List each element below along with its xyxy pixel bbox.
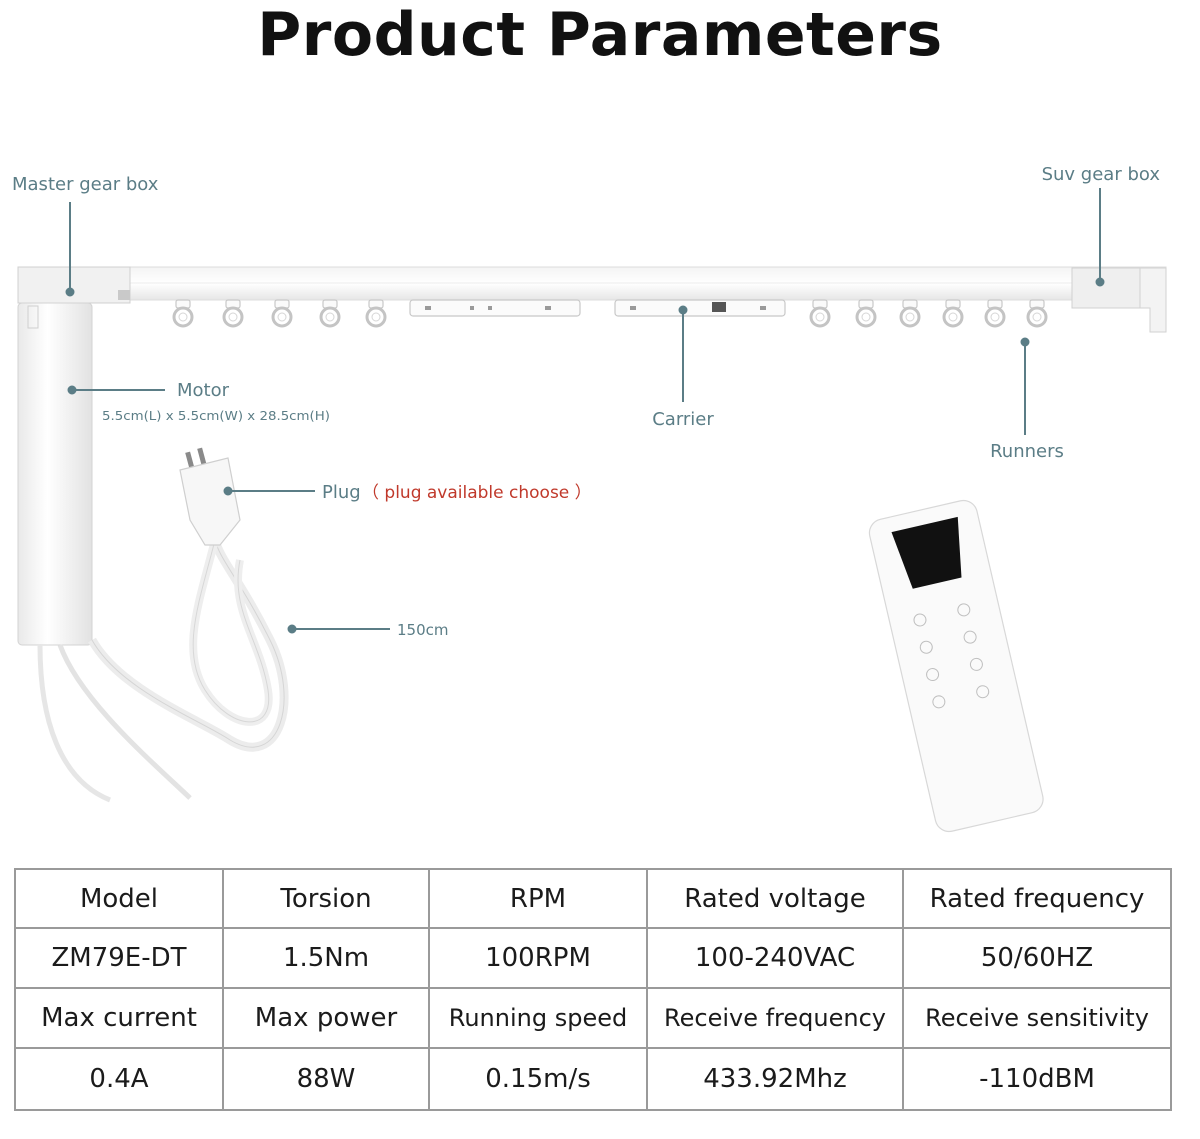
table-cell: Receive frequency bbox=[646, 987, 904, 1049]
plug-note: （ plug available choose ） bbox=[362, 483, 592, 503]
page-title: Product Parameters bbox=[257, 0, 943, 70]
carrier-right bbox=[614, 299, 786, 317]
table-cell: 100RPM bbox=[428, 927, 648, 989]
table-row: 0.4A 88W 0.15m/s 433.92Mhz -110dBM bbox=[14, 1047, 1172, 1111]
table-row: ZM79E-DT 1.5Nm 100RPM 100-240VAC 50/60HZ bbox=[14, 927, 1172, 989]
table-cell: Max power bbox=[222, 987, 430, 1049]
runners-left bbox=[172, 298, 387, 328]
track-rail bbox=[17, 266, 1167, 301]
runners-right bbox=[809, 298, 1048, 328]
table-cell: 88W bbox=[222, 1047, 430, 1111]
table-cell: -110dBM bbox=[902, 1047, 1172, 1111]
runners-label: Runners bbox=[990, 441, 1064, 462]
plug bbox=[179, 447, 241, 546]
table-cell: Rated voltage bbox=[646, 868, 904, 929]
suv-gear-box bbox=[1071, 267, 1167, 333]
table-cell: 0.15m/s bbox=[428, 1047, 648, 1111]
motor bbox=[17, 302, 93, 646]
table-row: Max current Max power Running speed Rece… bbox=[14, 987, 1172, 1049]
carrier-left bbox=[409, 299, 581, 317]
table-cell: 100-240VAC bbox=[646, 927, 904, 989]
motor-dimensions: 5.5cm(L) x 5.5cm(W) x 28.5cm(H) bbox=[102, 409, 330, 423]
table-cell: 0.4A bbox=[14, 1047, 224, 1111]
master-gear-box bbox=[17, 266, 131, 304]
table-cell: 50/60HZ bbox=[902, 927, 1172, 989]
power-cable bbox=[37, 538, 289, 803]
callout-lines bbox=[65, 188, 1105, 634]
table-row: Model Torsion RPM Rated voltage Rated fr… bbox=[14, 868, 1172, 929]
carrier-label: Carrier bbox=[652, 409, 714, 430]
table-cell: Torsion bbox=[222, 868, 430, 929]
table-cell: Running speed bbox=[428, 987, 648, 1049]
plug-label: Plug bbox=[322, 482, 361, 503]
table-cell: ZM79E-DT bbox=[14, 927, 224, 989]
table-cell: Rated frequency bbox=[902, 868, 1172, 929]
curtain-track-diagram: Master gear box Suv gear box Motor 5.5cm… bbox=[12, 164, 1167, 833]
remote-control bbox=[868, 499, 1044, 833]
table-cell: 1.5Nm bbox=[222, 927, 430, 989]
suv-gear-box-label: Suv gear box bbox=[1042, 164, 1161, 185]
motor-label: Motor bbox=[177, 380, 230, 401]
table-cell: Max current bbox=[14, 987, 224, 1049]
table-cell: Model bbox=[14, 868, 224, 929]
table-cell: RPM bbox=[428, 868, 648, 929]
master-gear-box-label: Master gear box bbox=[12, 174, 159, 195]
table-cell: Receive sensitivity bbox=[902, 987, 1172, 1049]
table-cell: 433.92Mhz bbox=[646, 1047, 904, 1111]
parameters-table: Model Torsion RPM Rated voltage Rated fr… bbox=[14, 868, 1172, 1111]
cable-length-label: 150cm bbox=[397, 621, 449, 639]
